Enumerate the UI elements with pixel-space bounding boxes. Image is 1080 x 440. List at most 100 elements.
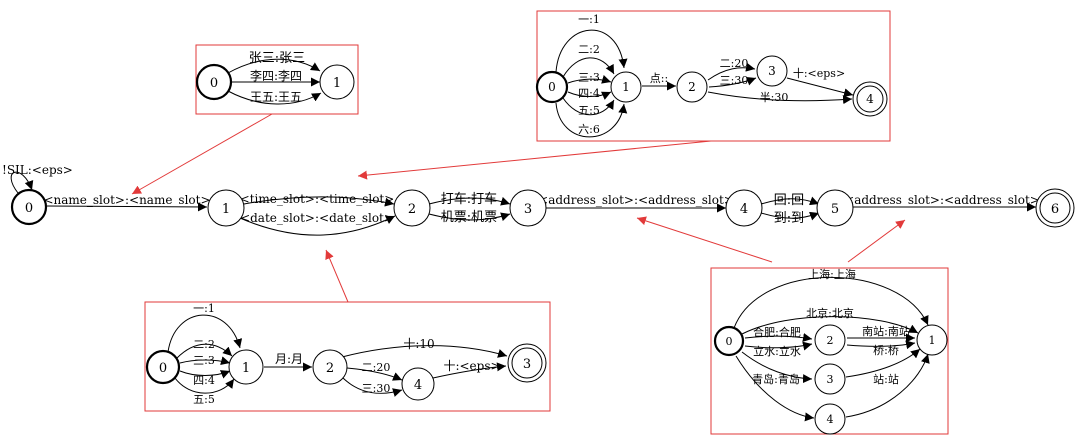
addr-node-2: 2 [814,324,846,356]
time-node-2: 2 [676,71,708,103]
addr-edge-0-4 [735,355,815,422]
addr-edge-bj-label: 北京:北京 [806,306,854,320]
connector-time [357,140,712,180]
date-edge-d5-label: 五:5 [193,393,215,406]
date-edge-1-2-label: 月:月 [275,352,303,366]
addr-node-1: 1 [916,324,948,356]
addr-edge-zz [845,348,921,378]
name-fst: 张三:张三 李四:李四 王五:王五 0 1 [195,44,359,115]
date-node-1: 1 [228,349,264,385]
addr-edge-ls [744,341,813,351]
name-edge-b-label: 李四:李四 [250,68,302,83]
date-edge-4-3 [432,362,507,379]
svg-text:3: 3 [523,357,531,372]
addr-node-3: 3 [814,363,846,395]
main-edge-4-5-a-label: 回:回 [774,193,804,208]
time-edge-2-3-a [707,62,756,81]
svg-text:1: 1 [929,334,936,347]
date-node-4: 4 [401,367,435,401]
addr-edge-nz-label: 南站:南站 [862,324,910,338]
main-edge-0-1 [46,202,208,212]
time-edge-d2-label: 二:2 [578,43,600,56]
addr-edge-qd [741,351,813,384]
svg-text:6: 6 [1051,202,1059,217]
name-node-1: 1 [319,64,355,100]
svg-text:4: 4 [740,202,748,217]
time-edge-d5 [562,97,615,116]
main-edge-4-5-a [760,196,820,206]
svg-text:2: 2 [688,80,696,94]
svg-text:0: 0 [210,76,218,91]
addr-edge-qd-label: 青岛:青岛 [752,372,800,386]
addr-node-0: 0 [713,325,745,357]
name-edge-a [227,58,321,74]
time-edge-d5-label: 五:5 [578,104,600,117]
time-edge-3-4 [786,77,854,98]
time-edge-d6 [555,102,628,138]
date-node-0: 0 [145,349,181,385]
addr-edge-ls-label: 立水:立水 [753,344,801,358]
name-edge-c [227,90,322,105]
connector-name [131,113,273,195]
main-edge-1-2-a [243,196,395,207]
svg-text:0: 0 [159,361,167,376]
svg-text:2: 2 [408,202,416,217]
main-edge-0-1-label: <name_slot>:<name_slot> [43,193,210,207]
time-edge-3-4-label: 十:<eps> [793,66,845,80]
main-node-4: 4 [725,189,763,227]
date-edge-d2 [176,343,233,359]
main-edge-2-3-b-label: 机票:机票 [441,210,497,225]
main-edge-3-4-label: <address_slot>:<address_slot> [538,193,734,207]
main-node-0: 0 [10,188,48,226]
time-node-3: 3 [756,55,788,87]
main-edge-5-6-label: <address_slot>:<address_slot> [844,193,1040,207]
main-node-3: 3 [509,189,547,227]
svg-text:4: 4 [827,413,834,426]
svg-text:1: 1 [242,361,250,376]
svg-text:4: 4 [414,378,422,393]
addr-edge-hf [744,333,813,342]
date-edge-2-4-b-label: 三:30 [362,382,391,395]
main-edge-2-3-a-label: 打车:打车 [441,191,497,207]
main-edge-2-3-a [428,196,511,206]
addr-edge-bj [741,316,919,335]
date-edge-d3 [179,356,231,366]
name-node-0: 0 [195,63,233,101]
connector-address-b [847,219,906,263]
date-edge-d5 [174,377,235,394]
date-edge-d4-label: 四:4 [193,374,215,387]
svg-text:0: 0 [25,201,33,216]
time-edge-2-4-label: 半:30 [760,90,789,104]
main-edge-4-5-b-label: 到:到 [774,211,804,226]
time-edge-2-3-b-label: 三:30 [720,74,749,87]
svg-text:4: 4 [866,92,874,106]
addr-node-4: 4 [814,403,846,435]
date-edge-2-3-label: 十:10 [403,337,434,351]
date-edge-2-4-b [341,376,403,397]
time-edge-d4-label: 四:4 [578,87,600,100]
addr-edge-zz-label: 站:站 [873,372,899,386]
date-edge-d1 [167,314,243,353]
date-edge-2-3 [341,345,508,358]
addr-edge-qiao-label: 桥:桥 [873,344,899,357]
date-edge-d1-label: 一:1 [193,302,215,315]
time-edge-d3-label: 三:3 [578,71,600,84]
main-edge-1-2-b [239,215,396,236]
time-fst: 一:1 二:2 三:3 四:4 五:5 六:6 点:: 二:20 三:30 十:… [535,10,891,142]
time-edge-2-3-b [708,76,757,88]
red-connectors [131,113,906,303]
date-edge-d2-label: 二:2 [193,338,215,351]
connector-date [325,249,349,303]
time-edge-2-4 [707,91,853,105]
time-node-0: 0 [535,70,569,104]
date-edge-d4 [179,370,231,379]
name-edge-c-label: 王五:王五 [250,90,302,104]
time-edge-1-2-label: 点:: [650,72,668,85]
connector-address-a [636,216,773,263]
main-edge-1-2-a-label: <time_slot>:<time_slot> [240,192,395,206]
main-fst: !SIL:<eps> <name_slot>:<name_slot> <time… [2,163,1075,236]
name-edge-a-label: 张三:张三 [249,51,305,66]
date-edge-2-4-a [346,367,403,381]
date-fst: 一:1 二:2 三:3 四:4 五:5 月:月 十:10 二:20 三:30 十… [144,301,551,412]
